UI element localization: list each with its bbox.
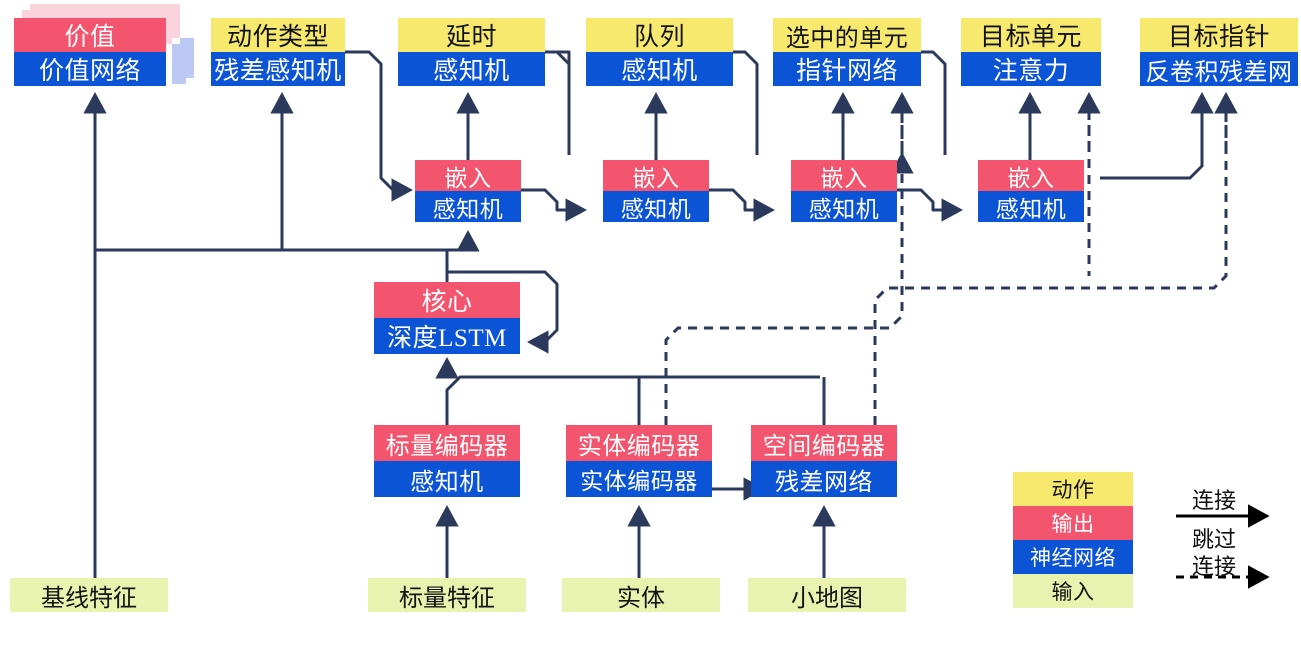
encoder-spatial-top: 空间编码器 <box>751 425 897 461</box>
legend-action-swatch: 动作 <box>1013 472 1133 506</box>
head-delay-bottom: 感知机 <box>398 52 545 86</box>
core-bottom: 深度LSTM <box>374 318 520 354</box>
embedding-delay[interactable]: 嵌入 感知机 <box>415 160 521 222</box>
input-scalar-features[interactable]: 标量特征 <box>368 578 526 612</box>
wire-emb4-to-targetpoint <box>1100 91 1214 180</box>
head-delay[interactable]: 延时 感知机 <box>398 18 545 86</box>
head-action-type-top: 动作类型 <box>211 18 345 52</box>
head-value-bottom: 价值网络 <box>14 52 166 86</box>
encoder-entity[interactable]: 实体编码器 实体编码器 <box>566 425 712 497</box>
skip-spatial-to-targetpoint <box>873 91 1238 425</box>
input-entities[interactable]: 实体 <box>562 578 720 612</box>
wire-emb1-to-emb2 <box>521 188 588 222</box>
input-baseline-features[interactable]: 基线特征 <box>10 578 168 612</box>
legend-swatch-stack: 动作 输出 神经网络 输入 <box>1013 472 1133 608</box>
core-block[interactable]: 核心 深度LSTM <box>374 282 520 354</box>
core-top: 核心 <box>374 282 520 318</box>
wire-spatial-bus <box>445 375 820 425</box>
embedding-target-unit-top: 嵌入 <box>978 160 1084 191</box>
embedding-target-unit[interactable]: 嵌入 感知机 <box>978 160 1084 222</box>
embedding-delay-top: 嵌入 <box>415 160 521 191</box>
encoder-entity-top: 实体编码器 <box>566 425 712 461</box>
encoder-spatial[interactable]: 空间编码器 残差网络 <box>751 425 897 497</box>
encoder-scalar-bottom: 感知机 <box>374 461 520 497</box>
head-target-unit[interactable]: 目标单元 注意力 <box>961 18 1101 86</box>
wire-selunits-down <box>921 50 947 155</box>
head-target-point-bottom: 反卷积残差网 <box>1140 52 1298 86</box>
wire-core-self-loop <box>445 270 559 354</box>
legend-input-swatch: 输入 <box>1013 574 1133 608</box>
head-target-unit-top: 目标单元 <box>961 18 1101 52</box>
legend-network-swatch: 神经网络 <box>1013 540 1133 574</box>
encoder-entity-bottom: 实体编码器 <box>566 461 712 497</box>
head-target-unit-bottom: 注意力 <box>961 52 1101 86</box>
legend-connection-label: 连接 <box>1192 488 1237 513</box>
head-target-point[interactable]: 目标指针 反卷积残差网 <box>1140 18 1298 86</box>
legend-output-swatch: 输出 <box>1013 506 1133 540</box>
input-minimap[interactable]: 小地图 <box>748 578 906 612</box>
legend-skip-label-line1: 跳过 <box>1192 527 1237 552</box>
head-action-type[interactable]: 动作类型 残差感知机 <box>211 18 345 86</box>
head-delay-top: 延时 <box>398 18 545 52</box>
wire-emb2-to-emb3 <box>709 188 776 222</box>
embedding-queue[interactable]: 嵌入 感知机 <box>603 160 709 222</box>
legend-arrows <box>1176 504 1270 589</box>
encoder-spatial-bottom: 残差网络 <box>751 461 897 497</box>
embedding-selected-units-bottom: 感知机 <box>791 191 897 222</box>
wire-queue-down <box>733 50 759 155</box>
wire-bus-right-corner <box>456 238 470 252</box>
head-value-top: 价值 <box>14 18 166 52</box>
head-queue-top: 队列 <box>586 18 733 52</box>
wire-delay-down <box>545 50 571 155</box>
head-value[interactable]: 价值 价值网络 <box>14 18 166 86</box>
wire-bus-left-corner <box>93 248 107 262</box>
legend-skip-label-line2: 连接 <box>1192 554 1237 579</box>
embedding-selected-units-top: 嵌入 <box>791 160 897 191</box>
encoder-scalar[interactable]: 标量编码器 感知机 <box>374 425 520 497</box>
head-selected-units-top: 选中的单元 <box>773 18 921 52</box>
wire-emb3-to-emb4 <box>897 188 964 222</box>
embedding-target-unit-bottom: 感知机 <box>978 191 1084 222</box>
encoder-scalar-top: 标量编码器 <box>374 425 520 461</box>
embedding-delay-bottom: 感知机 <box>415 191 521 222</box>
head-selected-units-bottom: 指针网络 <box>773 52 921 86</box>
head-queue[interactable]: 队列 感知机 <box>586 18 733 86</box>
embedding-selected-units[interactable]: 嵌入 感知机 <box>791 160 897 222</box>
head-action-type-bottom: 残差感知机 <box>211 52 345 86</box>
head-target-point-top: 目标指针 <box>1140 18 1298 52</box>
embedding-queue-top: 嵌入 <box>603 160 709 191</box>
head-queue-bottom: 感知机 <box>586 52 733 86</box>
embedding-queue-bottom: 感知机 <box>603 191 709 222</box>
skip-entity-to-emb3 <box>664 151 914 425</box>
head-selected-units[interactable]: 选中的单元 指针网络 <box>773 18 921 86</box>
wire-actiontype-to-emb1 <box>345 50 414 202</box>
value-stack-shadow-blue-near <box>172 44 186 84</box>
wire-delay-to-emb1-v <box>545 50 571 155</box>
